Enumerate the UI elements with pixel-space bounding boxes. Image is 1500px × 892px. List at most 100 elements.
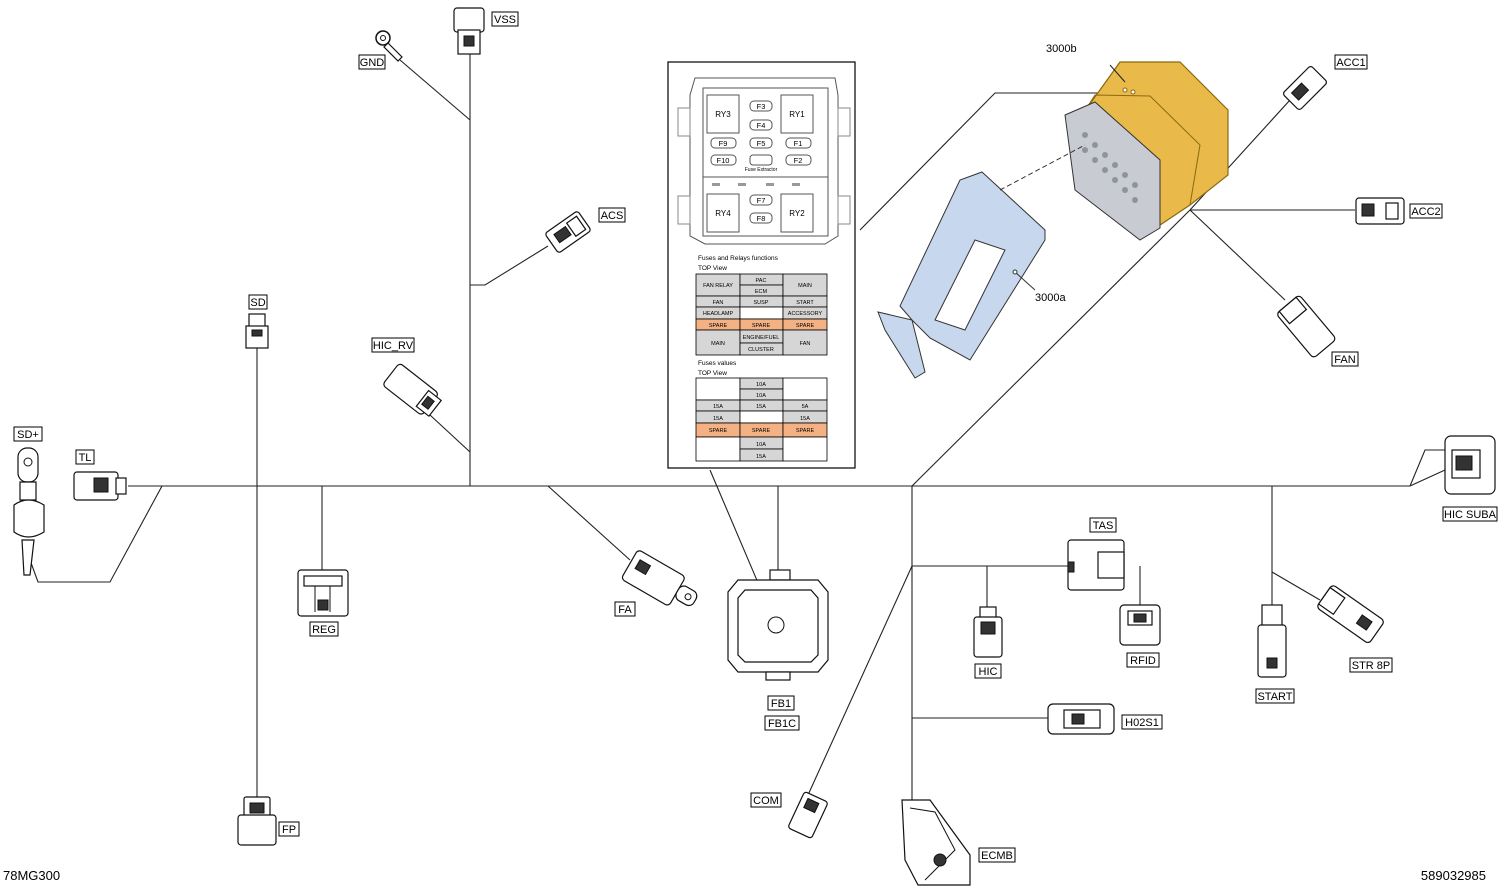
val-r2: 10A (756, 393, 766, 399)
start-connector (1257, 604, 1287, 678)
val-r7: 15A (756, 454, 766, 460)
label-str8p: STR 8P (1349, 657, 1393, 673)
hic-suba-connector (1444, 435, 1496, 495)
svg-text:HIC_RV: HIC_RV (373, 340, 414, 352)
fuse-f5: F5 (757, 139, 766, 148)
connector-labels: GND VSS ACS SD HIC_RV SD+ TL REG FA FB1 … (13, 11, 1498, 863)
hic-connector (973, 606, 1003, 658)
svg-text:ACC1: ACC1 (1336, 57, 1365, 69)
svg-text:FP: FP (282, 824, 296, 836)
label-fp: FP (278, 821, 300, 837)
functions-view: TOP View (698, 265, 727, 272)
val-r3a: 15A (713, 404, 723, 410)
label-start: START (1255, 688, 1295, 704)
fn-pac: PAC (756, 278, 767, 284)
fn-spare-1: SPARE (709, 323, 728, 329)
ecm-bracket-3000a (877, 144, 1086, 379)
svg-text:TAS: TAS (1093, 520, 1114, 532)
acs-connector (545, 211, 591, 253)
fn-ecm: ECM (755, 289, 768, 295)
val-r5b: SPARE (752, 428, 771, 434)
svg-text:H02S1: H02S1 (1125, 717, 1159, 729)
relay-ry3: RY3 (715, 110, 731, 119)
relay-ry2: RY2 (789, 209, 805, 218)
label-h02s1: H02S1 (1121, 714, 1163, 730)
svg-text:FA: FA (618, 604, 632, 616)
label-acs: ACS (598, 207, 626, 223)
label-gnd: GND (358, 54, 386, 70)
label-acc1: ACC1 (1334, 54, 1368, 70)
functions-table (695, 273, 828, 356)
rfid-connector (1119, 604, 1161, 646)
fuse-f9: F9 (719, 139, 728, 148)
svg-text:GND: GND (360, 57, 385, 69)
fuse-f2: F2 (794, 156, 803, 165)
fn-main-2: MAIN (711, 341, 725, 347)
svg-text:COM: COM (753, 795, 779, 807)
sd-connector (245, 313, 269, 349)
fn-fan-relay: FAN RELAY (703, 283, 733, 289)
label-hic-rv: HIC_RV (371, 337, 415, 353)
svg-text:FAN: FAN (1334, 354, 1355, 366)
fn-fan-1: FAN (713, 300, 724, 306)
gnd-terminal (375, 30, 403, 62)
fn-susp: SUSP (754, 300, 769, 306)
svg-text:SD: SD (250, 297, 265, 309)
label-reg: REG (309, 621, 339, 637)
tl-connector (73, 471, 127, 501)
svg-text:STR 8P: STR 8P (1352, 660, 1391, 672)
label-fb1: FB1 (767, 695, 795, 711)
fn-main-1: MAIN (798, 283, 812, 289)
relay-ry1: RY1 (789, 110, 805, 119)
svg-text:FB1: FB1 (771, 698, 791, 710)
fn-spare-2: SPARE (752, 323, 771, 329)
fan-connector (1277, 295, 1336, 358)
fuse-f7: F7 (757, 196, 766, 205)
sd-plus-terminal (13, 447, 45, 576)
val-r5a: SPARE (709, 428, 728, 434)
label-com: COM (750, 792, 782, 808)
h02s1-connector (1047, 703, 1115, 735)
fusebox-inset: RY3 RY1 RY4 RY2 F3 F4 F9 F5 F1 F10 F2 F7… (667, 61, 856, 469)
val-r4c: 15A (800, 416, 810, 422)
fn-engine-fuel: ENGINE/FUEL (743, 335, 780, 341)
fuse-extractor-label: Fuse Extractor (745, 167, 778, 173)
footer-left-code: 78MG300 (3, 868, 61, 883)
vss-connector (453, 7, 485, 55)
harness-wires (29, 50, 1446, 805)
svg-text:START: START (1257, 691, 1292, 703)
val-r4a: 15A (713, 416, 723, 422)
svg-text:ACS: ACS (601, 210, 624, 222)
fa-connector (621, 550, 698, 607)
label-sd-plus: SD+ (13, 426, 43, 442)
label-fa: FA (614, 601, 636, 617)
svg-text:FB1C: FB1C (768, 718, 796, 730)
acc1-connector (1283, 66, 1327, 110)
label-tl: TL (75, 449, 95, 465)
fn-spare-3: SPARE (796, 323, 815, 329)
footer-right-code: 589032985 (1420, 868, 1486, 883)
svg-text:HIC: HIC (979, 666, 998, 678)
svg-text:ECMB: ECMB (981, 850, 1013, 862)
fn-headlamp: HEADLAMP (703, 311, 734, 317)
val-r3b: 15A (756, 404, 766, 410)
values-table (695, 377, 828, 462)
svg-text:HIC SUBA: HIC SUBA (1444, 509, 1497, 521)
fuse-f4: F4 (757, 121, 766, 130)
acc2-connector (1355, 197, 1405, 225)
com-connector (788, 791, 828, 839)
label-sd: SD (248, 294, 268, 310)
svg-text:RFID: RFID (1130, 655, 1156, 667)
label-tas: TAS (1089, 517, 1117, 533)
label-fan: FAN (1331, 351, 1359, 367)
label-acc2: ACC2 (1409, 203, 1443, 219)
fuse-f3: F3 (757, 102, 766, 111)
values-view: TOP View (698, 370, 727, 377)
label-vss: VSS (491, 11, 519, 27)
label-hic-suba: HIC SUBA (1442, 506, 1498, 522)
fn-fan-2: FAN (800, 341, 811, 347)
tas-connector (1067, 539, 1125, 591)
svg-text:VSS: VSS (494, 14, 516, 26)
values-title: Fuses values (698, 360, 737, 367)
